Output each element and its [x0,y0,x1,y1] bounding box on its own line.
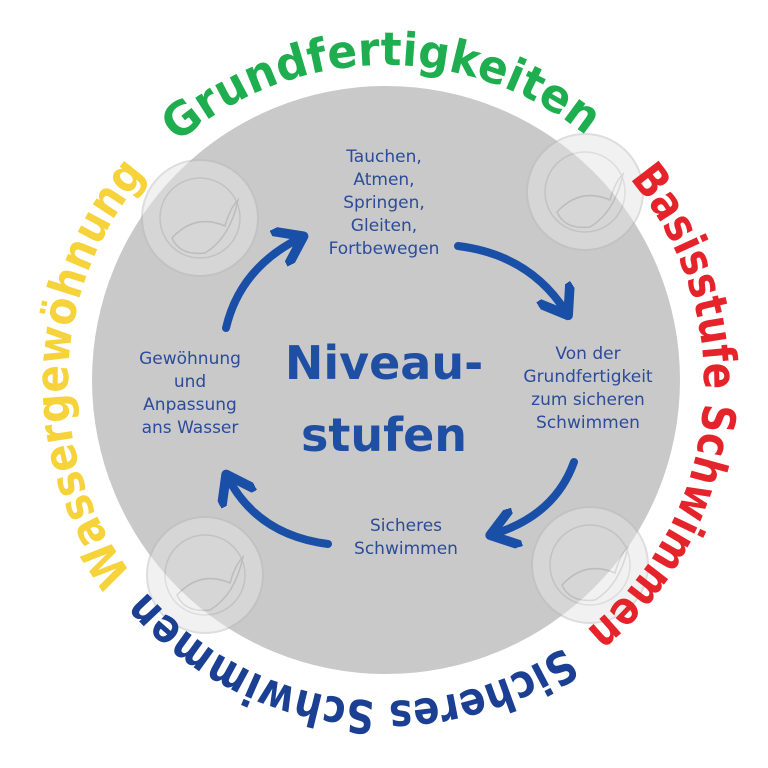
stage-text-line: Schwimmen [354,539,458,559]
stage-text-line: und [173,372,207,392]
stage-text-line: Springen, [343,193,425,213]
arrow-top-to-right [454,242,566,312]
stage-text-line: Anpassung [143,395,237,415]
stage-text-line: Gewöhnung [139,349,241,369]
stage-left-text: Gewöhnung und Anpassung ans Wasser [139,348,241,440]
arrow-left-to-top [222,238,300,332]
arrow-right-to-bottom [494,458,578,534]
stage-text-line: Grundfertigkeit [523,367,653,387]
schwimmschule-watermark-logo [531,506,649,624]
schwimmschule-watermark-logo [526,133,644,251]
stage-text-line: Schwimmen [536,413,640,433]
cycle-arrows [222,238,578,548]
stage-text-line: Tauchen, [346,147,422,167]
stage-top-text: Tauchen, Atmen, Springen, Gleiten, Fortb… [329,146,440,261]
stage-text-line: Gleiten, [350,216,418,236]
stage-text-line: Sicheres [369,516,443,536]
center-title-line2: stufen [300,408,468,462]
stage-text-line: Von der [555,344,621,364]
schwimmschule-watermark-logo [146,516,264,634]
stage-right-text: Von der Grundfertigkeit zum sicheren Sch… [523,343,652,435]
stage-text-line: Fortbewegen [328,239,440,259]
stage-text-line: ans Wasser [141,418,239,438]
schwimmschule-watermark-logo [141,159,259,277]
stage-bottom-text: Sicheres Schwimmen [354,515,458,561]
center-title-line1: Niveau- [284,336,484,390]
stage-text-line: Atmen, [353,170,415,190]
watermarks [141,133,649,634]
arrow-bottom-to-left [228,478,332,548]
stage-text-line: zum sicheren [531,390,645,410]
